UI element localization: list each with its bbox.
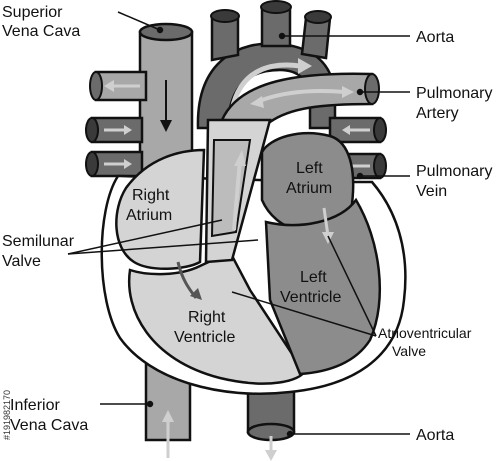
label-pulmonary-vein-2: Vein: [416, 183, 447, 200]
label-right-atrium-2: Atrium: [126, 207, 172, 224]
label-atrioventricular-valve-1: Atrioventricular: [378, 325, 472, 341]
label-right-atrium-1: Right: [132, 187, 170, 204]
stock-id-text: #191982170: [2, 390, 12, 440]
pulmonary-artery: [220, 72, 380, 124]
label-left-ventricle-1: Left: [300, 269, 327, 286]
label-atrioventricular-valve-2: Valve: [392, 343, 426, 359]
right-ventricle-chamber: [127, 250, 306, 385]
left-ventricle-chamber: [264, 197, 382, 376]
label-inferior-vena-cava-1: Inferior: [10, 397, 60, 414]
label-left-atrium-1: Left: [296, 160, 323, 177]
aorta-branch-1: [210, 16, 240, 62]
label-right-ventricle-2: Ventricle: [174, 329, 235, 346]
label-superior-vena-cava-1: Superior: [2, 4, 63, 21]
label-semilunar-valve-2: Valve: [2, 253, 41, 270]
label-superior-vena-cava-2: Vena Cava: [2, 23, 80, 40]
label-left-ventricle-2: Ventricle: [280, 289, 341, 306]
pulmonary-veins: [328, 116, 387, 180]
leader-lines: [67, 11, 410, 438]
aorta-branch-3: [300, 16, 332, 60]
label-pulmonary-vein-1: Pulmonary: [416, 163, 492, 180]
left-side-vessels: [85, 70, 148, 178]
label-aorta-top: Aorta: [416, 29, 454, 46]
label-inferior-vena-cava-2: Vena Cava: [10, 417, 88, 434]
label-left-atrium-2: Atrium: [286, 180, 332, 197]
label-semilunar-valve-1: Semilunar: [2, 233, 75, 250]
aorta-arch: [196, 0, 337, 130]
label-right-ventricle-1: Right: [188, 309, 226, 326]
label-pulmonary-artery-1: Pulmonary: [416, 85, 492, 102]
label-pulmonary-artery-2: Artery: [416, 105, 459, 122]
label-aorta-bottom: Aorta: [416, 427, 454, 444]
